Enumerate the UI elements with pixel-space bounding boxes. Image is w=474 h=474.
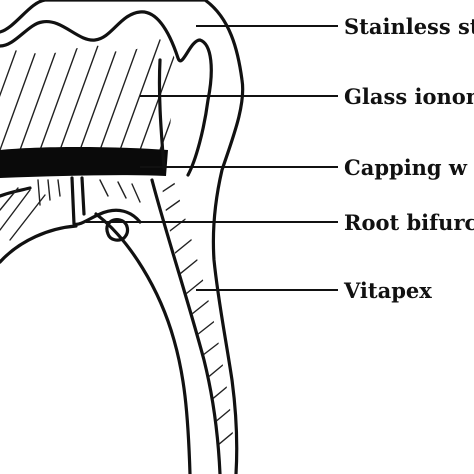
label-capping: Capping w	[344, 155, 468, 180]
right-root-inner-right	[150, 178, 222, 474]
label-vitapex: Vitapex	[343, 278, 432, 303]
crown-inner-bracket	[157, 58, 166, 170]
crown-outline	[0, 0, 245, 474]
capping-band	[0, 147, 168, 178]
left-root-outline	[0, 224, 78, 264]
right-root-inner-left	[94, 212, 192, 474]
label-root-bifurcation: Root bifurc	[344, 210, 474, 235]
label-stainless-steel-crown: Stainless st	[344, 14, 474, 39]
label-glass-ionomer: Glass ionom	[344, 84, 474, 109]
left-root-hatching	[0, 187, 46, 241]
